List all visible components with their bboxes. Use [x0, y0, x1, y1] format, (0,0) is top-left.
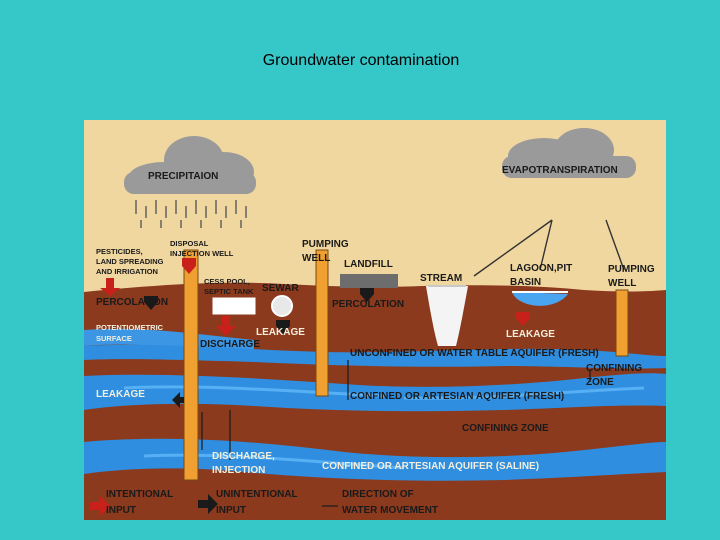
unconfined-aquifer [84, 344, 666, 369]
unintentional-input-arrows [144, 288, 374, 514]
label-injection-well: INJECTION WELL [170, 249, 234, 258]
label-pumping-well-2-a: PUMPING [608, 264, 655, 275]
evaporation-lines [473, 219, 625, 277]
legend-unintentional-b: INPUT [216, 505, 246, 516]
label-leakage-2: LEAKAGE [506, 329, 555, 340]
label-sewar: SEWAR [262, 283, 299, 294]
label-land-spreading: LAND SPREADING [96, 257, 164, 266]
evapotranspiration-cloud [502, 128, 636, 178]
stream-channel [426, 286, 468, 346]
label-pumping-well-1-a: PUMPING [302, 239, 349, 250]
legend-unintentional-a: UNINTENTIONAL [216, 489, 298, 500]
sewer-pipe [271, 295, 293, 317]
legend-intentional-a: INTENTIONAL [106, 489, 174, 500]
label-confined-saline: CONFINED OR ARTESIAN AQUIFER (SALINE) [322, 461, 540, 472]
label-lagoon-a: LAGOON,PIT [510, 263, 573, 274]
label-confined-fresh: CONFINED OR ARTESIAN AQUIFER (FRESH) [350, 391, 565, 402]
pumping-well-2 [615, 289, 629, 357]
landfill [340, 274, 398, 288]
lagoon-basin [512, 292, 568, 306]
intentional-input-arrows [90, 258, 530, 516]
label-stream: STREAM [420, 273, 463, 284]
label-cess-pool: CESS POOL, [204, 277, 250, 286]
groundwater-diagram: PRECIPITAION EVAPOTRANSPIRATION PESTICID… [84, 120, 666, 520]
label-potentiometric-a: POTENTIOMETRIC [96, 323, 164, 332]
legend-direction-b: WATER MOVEMENT [342, 505, 438, 516]
label-leakage-1: LEAKAGE [256, 327, 305, 338]
confined-fresh-aquifer [84, 373, 666, 412]
rain [135, 200, 247, 228]
water-movement-arrows [201, 360, 591, 507]
label-potentiometric-b: SURFACE [96, 334, 132, 343]
label-confining-zone-1-a: CONFINING [586, 363, 643, 374]
label-confining-zone-1-b: ZONE [586, 377, 614, 388]
label-percolation-2: PERCOLATION [332, 299, 405, 310]
label-and-irrigation: AND IRRIGATION [96, 267, 158, 276]
page-title: Groundwater contamination [262, 52, 460, 69]
pumping-well-1 [315, 249, 329, 397]
label-pesticides: PESTICIDES, [96, 247, 143, 256]
label-precipitation: PRECIPITAION [148, 171, 219, 182]
label-pumping-well-2-b: WELL [608, 278, 637, 289]
label-lagoon-b: BASIN [510, 277, 542, 288]
legend-intentional-b: INPUT [106, 505, 136, 516]
label-discharge-injection-a: DISCHARGE, [212, 451, 275, 462]
legend-direction-a: DIRECTION OF [342, 489, 414, 500]
label-evapotranspiration: EVAPOTRANSPIRATION [502, 165, 618, 176]
label-leakage-3: LEAKAGE [96, 389, 145, 400]
diagram-artwork [84, 128, 666, 520]
precipitation-cloud [124, 136, 256, 194]
septic-tank [211, 296, 257, 316]
label-unconfined-aquifer: UNCONFINED OR WATER TABLE AQUIFER (FRESH… [350, 348, 599, 359]
label-discharge: DISCHARGE [200, 339, 261, 350]
label-discharge-injection-b: INJECTION [212, 465, 266, 476]
disposal-injection-well [183, 249, 199, 481]
label-disposal: DISPOSAL [170, 239, 209, 248]
label-pumping-well-1-b: WELL [302, 253, 331, 264]
label-landfill: LANDFILL [344, 259, 393, 270]
shallow-water-band [84, 328, 254, 352]
label-septic-tank: SEPTIC TANK [204, 287, 254, 296]
label-confining-zone-2: CONFINING ZONE [462, 423, 549, 434]
label-percolation-1: PERCOLATION [96, 297, 169, 308]
